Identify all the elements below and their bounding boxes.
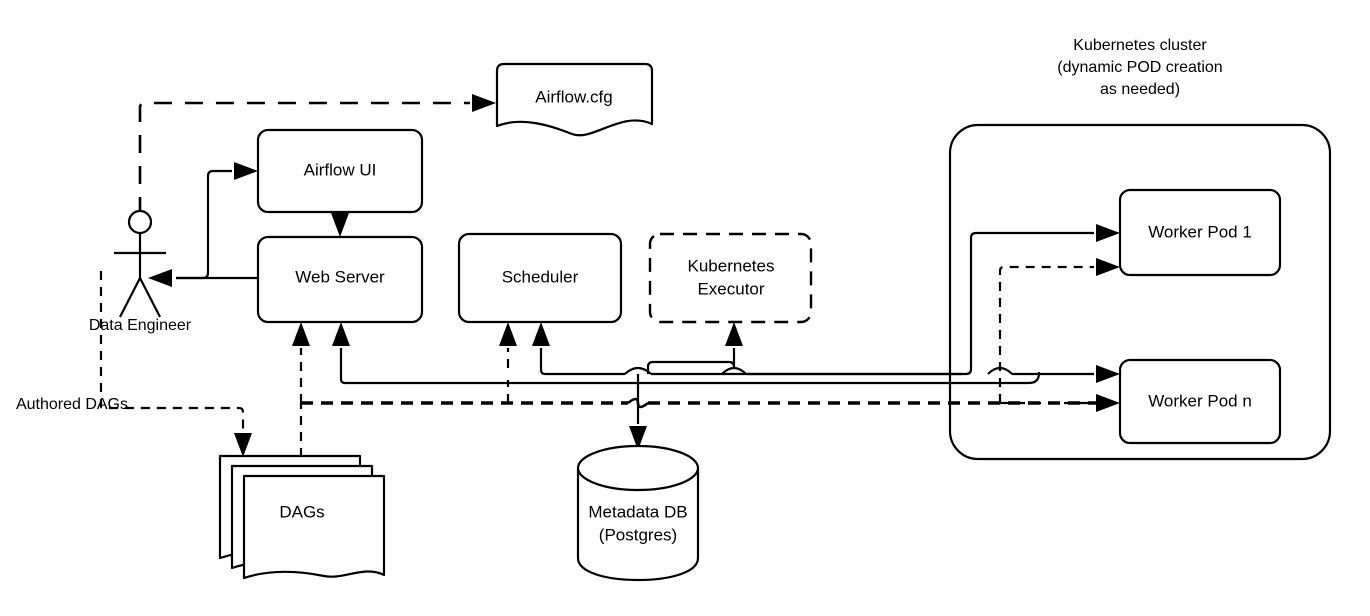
node-dags[interactable]: DAGs bbox=[218, 454, 386, 580]
edge-engineer-to-airflow-cfg bbox=[138, 94, 496, 215]
edge-metadata-db-riser bbox=[629, 374, 647, 450]
edge-web-server-to-engineer bbox=[148, 269, 258, 287]
node-airflow-cfg-label: Airflow.cfg bbox=[535, 87, 612, 106]
cluster-caption-line-2: (dynamic POD creation bbox=[1057, 59, 1222, 76]
edge-cluster-riser-worker-pod-1 bbox=[965, 224, 1120, 376]
edge-dags-to-worker-pod-n bbox=[1000, 394, 1120, 412]
node-scheduler[interactable]: Scheduler bbox=[457, 232, 623, 324]
node-metadata-db-label-1: Metadata DB bbox=[588, 502, 687, 521]
node-airflow-ui-label: Airflow UI bbox=[304, 160, 377, 179]
node-metadata-db[interactable]: Metadata DB (Postgres) bbox=[576, 444, 700, 582]
node-kubernetes-executor-label-2: Executor bbox=[697, 279, 764, 298]
node-metadata-db-label-2: (Postgres) bbox=[599, 525, 677, 544]
node-airflow-cfg[interactable]: Airflow.cfg bbox=[495, 62, 654, 137]
edge-bus-scheduler bbox=[532, 322, 966, 376]
edge-executor-to-cluster bbox=[646, 322, 962, 376]
node-worker-pod-1-label: Worker Pod 1 bbox=[1148, 222, 1252, 241]
cluster-caption-line-1: Kubernetes cluster bbox=[1073, 37, 1207, 54]
node-worker-pod-n-label: Worker Pod n bbox=[1148, 391, 1252, 410]
actor-data-engineer[interactable]: Data Engineer bbox=[89, 209, 192, 334]
edge-bus-web-server bbox=[332, 322, 1041, 385]
edge-airflow-ui-to-web-server bbox=[331, 212, 349, 237]
node-kubernetes-executor[interactable]: Kubernetes Executor bbox=[648, 232, 813, 324]
node-worker-pod-n[interactable]: Worker Pod n bbox=[1118, 358, 1282, 445]
edge-label-authored-dags: Authored DAGs bbox=[16, 396, 128, 413]
node-dags-label: DAGs bbox=[279, 502, 324, 521]
edge-dags-to-scheduler bbox=[499, 322, 517, 403]
node-worker-pod-1[interactable]: Worker Pod 1 bbox=[1118, 188, 1282, 277]
cluster-caption-line-3: as needed) bbox=[1100, 81, 1180, 98]
edge-to-worker-pod-n bbox=[1012, 365, 1120, 383]
node-airflow-ui[interactable]: Airflow UI bbox=[256, 128, 424, 214]
edge-dags-to-web-server bbox=[292, 322, 310, 403]
edge-engineer-to-airflow-ui bbox=[176, 162, 258, 280]
kubernetes-cluster-container bbox=[948, 123, 1332, 461]
edge-dags-to-worker-pod-1 bbox=[998, 258, 1120, 403]
edge-dags-bus bbox=[301, 397, 1108, 409]
kubernetes-cluster-caption: Kubernetes cluster (dynamic POD creation… bbox=[1057, 37, 1222, 98]
actor-data-engineer-label: Data Engineer bbox=[89, 317, 192, 334]
node-web-server-label: Web Server bbox=[295, 267, 385, 286]
node-scheduler-label: Scheduler bbox=[502, 267, 579, 286]
edge-authored-dags-to-dags bbox=[99, 271, 252, 457]
node-kubernetes-executor-label-1: Kubernetes bbox=[688, 256, 775, 275]
node-web-server[interactable]: Web Server bbox=[256, 235, 424, 324]
